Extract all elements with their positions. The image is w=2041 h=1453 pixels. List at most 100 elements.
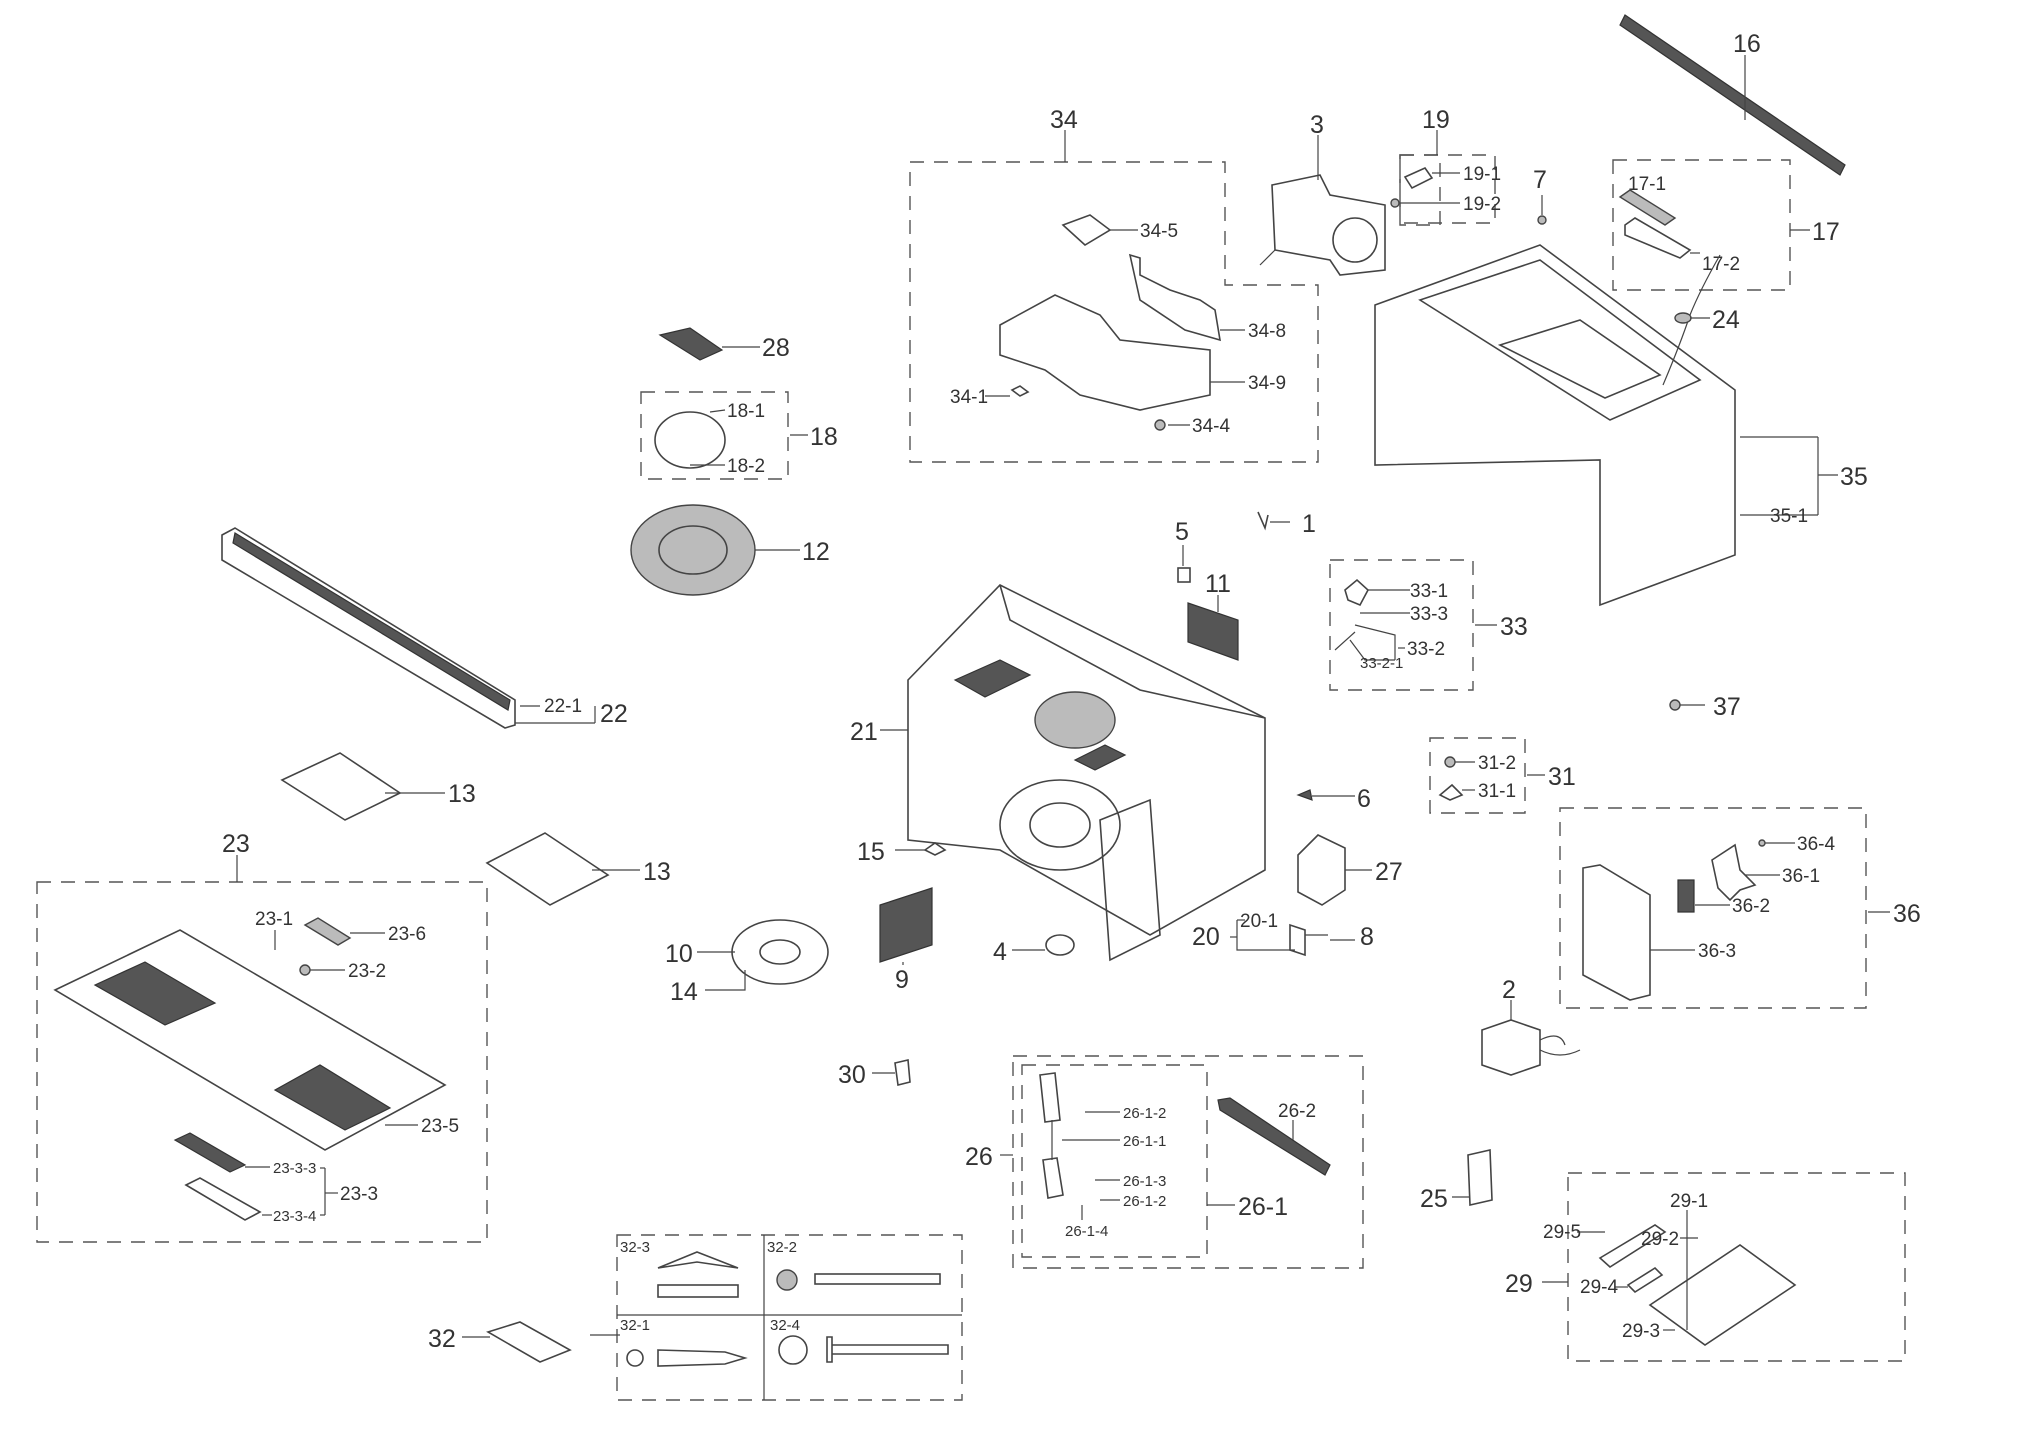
- callout-23-5: 23-5: [421, 1116, 459, 1137]
- callout-30: 30: [838, 1061, 866, 1089]
- callout-22-1: 22-1: [544, 696, 582, 717]
- group-31-switch: 31-2 31-1 31: [1429, 737, 1576, 814]
- group-32-hardware-kit: 32-3 32-2 32-1 32-4 32: [428, 1234, 963, 1401]
- part-11-vent-cover: 11: [1187, 570, 1239, 661]
- callout-29: 29: [1505, 1270, 1533, 1298]
- callout-26-1-2-a: 26-1-2: [1123, 1105, 1166, 1122]
- part-22-control-panel: 22-1 22: [221, 527, 628, 729]
- callout-21: 21: [850, 718, 878, 746]
- part-23-6: [303, 917, 352, 946]
- callout-14: 14: [670, 978, 698, 1006]
- callout-1: 1: [1302, 510, 1316, 538]
- part-35-outer-case: 35 35-1: [1374, 244, 1868, 607]
- callout-26: 26: [965, 1143, 993, 1171]
- callout-10: 10: [665, 940, 693, 968]
- part-8: [1289, 923, 1306, 957]
- callout-19: 19: [1422, 106, 1450, 134]
- callout-37: 37: [1713, 693, 1741, 721]
- group-26-harness: 26 26-1-2 26-1-1 26-1-3 26-1-2 26-1-4 26…: [965, 1055, 1364, 1269]
- part-31-2: [1444, 756, 1456, 768]
- callout-36-4: 36-4: [1797, 834, 1835, 855]
- callout-18: 18: [810, 423, 838, 451]
- callout-33-2: 33-2: [1407, 639, 1445, 660]
- part-25-bracket: 25: [1420, 1149, 1493, 1213]
- callout-26-1-2-b: 26-1-2: [1123, 1193, 1166, 1210]
- callout-32-2: 32-2: [767, 1239, 797, 1256]
- callout-6: 6: [1357, 785, 1371, 813]
- callout-19-2: 19-2: [1463, 194, 1501, 215]
- part-36-1: [1711, 843, 1757, 902]
- part-6-screw: 6: [1296, 785, 1371, 813]
- callout-34-1: 34-1: [950, 387, 988, 408]
- callout-23-1: 23-1: [255, 909, 293, 930]
- callout-18-2: 18-2: [727, 456, 765, 477]
- callout-34-5: 34-5: [1140, 221, 1178, 242]
- callout-31-2: 31-2: [1478, 753, 1516, 774]
- group-33-lamp-holder: 33-1 33-3 33-2-1 33-2 33: [1329, 559, 1528, 691]
- part-2-capacitor: 2: [1481, 976, 1581, 1076]
- callout-22: 22: [600, 700, 628, 728]
- callout-12: 12: [802, 538, 830, 566]
- callout-23: 23: [222, 830, 250, 858]
- part-13-a: 13: [280, 752, 476, 821]
- callout-33-2-1: 33-2-1: [1360, 655, 1403, 672]
- part-23-2: [299, 964, 311, 976]
- part-36-3: [1582, 864, 1651, 1001]
- part-34-4: [1154, 419, 1166, 431]
- callout-26-1-1: 26-1-1: [1123, 1133, 1166, 1150]
- callout-29-1: 29-1: [1670, 1191, 1708, 1212]
- callout-13-b: 13: [643, 858, 671, 886]
- part-1-sensor: 1: [1257, 510, 1316, 538]
- callout-17: 17: [1812, 218, 1840, 246]
- callout-26-1-3: 26-1-3: [1123, 1173, 1166, 1190]
- callout-32-1: 32-1: [620, 1317, 650, 1334]
- callout-17-2: 17-2: [1702, 254, 1740, 275]
- part-14-shaft: 14: [670, 970, 746, 1006]
- part-5-clip: 5: [1175, 518, 1191, 583]
- callout-25: 25: [1420, 1185, 1448, 1213]
- callout-2: 2: [1502, 976, 1516, 1004]
- callout-33: 33: [1500, 613, 1528, 641]
- group-17-filters: 17-1 17-2 17: [1612, 159, 1840, 291]
- part-34-8: [1128, 253, 1221, 342]
- group-23-base-plate: 23 23-1 23-6 23-2 23-5 23-3-3 23-3-4 23-…: [36, 830, 488, 1243]
- part-10-roller: 10: [665, 919, 829, 985]
- part-23-3-4: [184, 1177, 262, 1221]
- part-12-turntable-tray: 12: [630, 504, 830, 596]
- callout-8: 8: [1360, 923, 1374, 951]
- callout-34-9: 34-9: [1248, 373, 1286, 394]
- part-36-4: [1758, 839, 1766, 847]
- group-36-fan: 36 36-3 36-2 36-1 36-4: [1559, 807, 1921, 1009]
- callout-35: 35: [1840, 463, 1868, 491]
- part-3-fan-motor: 3: [1259, 111, 1386, 276]
- callout-27: 27: [1375, 858, 1403, 886]
- callout-29-2: 29-2: [1641, 1229, 1679, 1250]
- callout-36-3: 36-3: [1698, 941, 1736, 962]
- callout-16: 16: [1733, 30, 1761, 58]
- part-36-2: [1677, 879, 1695, 913]
- callout-19-1: 19-1: [1463, 164, 1501, 185]
- part-32-bag: [486, 1321, 572, 1363]
- callout-20: 20: [1192, 923, 1220, 951]
- part-17-2: [1624, 217, 1692, 259]
- callout-4: 4: [993, 938, 1007, 966]
- callout-3: 3: [1310, 111, 1324, 139]
- callout-23-3-3: 23-3-3: [273, 1160, 316, 1177]
- callout-17-1: 17-1: [1628, 174, 1666, 195]
- callout-23-2: 23-2: [348, 961, 386, 982]
- part-24-power-cord: 24: [1662, 254, 1740, 386]
- part-34-1: [1010, 385, 1030, 397]
- callout-36-2: 36-2: [1732, 896, 1770, 917]
- callout-5: 5: [1175, 518, 1189, 546]
- callout-32: 32: [428, 1325, 456, 1353]
- part-30-clip: 30: [838, 1059, 911, 1089]
- callout-31-1: 31-1: [1478, 781, 1516, 802]
- part-37-screw: 37: [1669, 693, 1741, 721]
- group-20-fuse: 20 20-1 8: [1192, 911, 1374, 957]
- callout-29-5: 29-5: [1543, 1222, 1581, 1243]
- callout-9: 9: [895, 966, 909, 994]
- part-28-filter: 28: [658, 327, 790, 362]
- part-34-9-duct: [999, 294, 1211, 411]
- part-27-magnetron: 27: [1297, 834, 1403, 906]
